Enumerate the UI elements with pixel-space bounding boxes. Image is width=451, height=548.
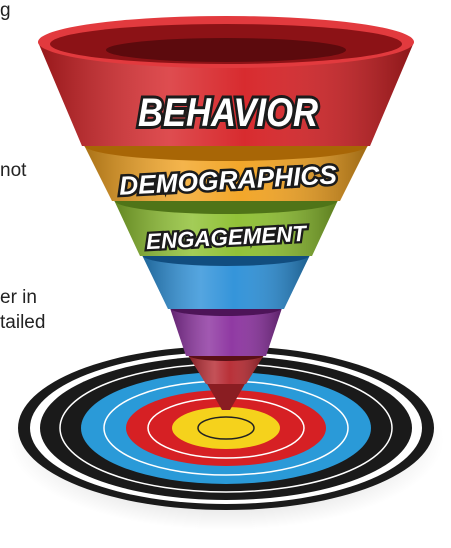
funnel-band-1-shade	[38, 42, 414, 146]
funnel-band-3-shade	[114, 200, 338, 256]
target-board	[8, 346, 444, 530]
text-fragment-3: er in	[0, 287, 37, 308]
funnel-label-behavior: BEHAVIOR	[138, 91, 318, 135]
text-fragment-1: g	[0, 0, 11, 21]
target-line-4	[197, 416, 255, 440]
funnel: BEHAVIOR DEMOGRAPHICS ENGAGEMENT	[38, 16, 414, 410]
funnel-band-5-shade	[170, 308, 282, 356]
funnel-band-4-shade	[142, 255, 310, 309]
funnel-mouth-inner-deep	[106, 38, 346, 62]
funnel-band-6-shade	[188, 355, 264, 384]
target-bullseye	[172, 407, 280, 449]
funnel-tip	[206, 382, 246, 410]
text-fragment-2: not	[0, 160, 27, 181]
text-fragment-4: tailed	[0, 312, 46, 333]
funnel-band-2-shade	[84, 145, 368, 201]
